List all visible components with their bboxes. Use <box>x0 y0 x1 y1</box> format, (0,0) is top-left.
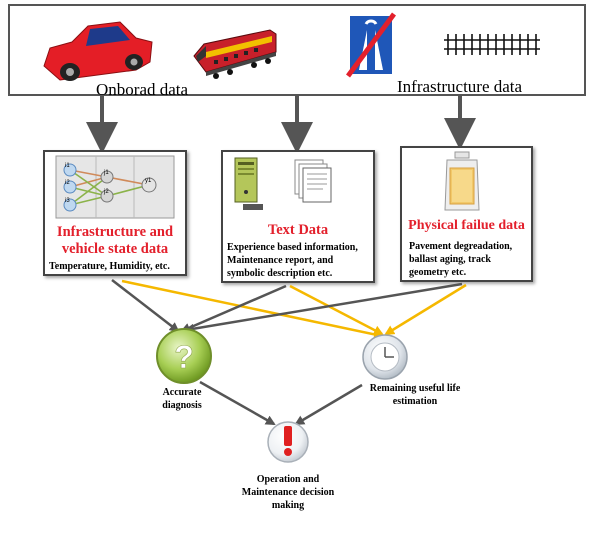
rul-label: Remaining useful life estimation <box>340 382 490 408</box>
physical-data-description: Pavement degreadation, ballast aging, tr… <box>409 240 512 279</box>
state-data-title-line1: Infrastructure and <box>56 224 174 240</box>
gray-arrow-text-to-diagnosis <box>180 284 287 333</box>
diagnosis-label-line1: Accurate <box>162 387 202 398</box>
text-data-desc-line2: Maintenance report, and <box>227 255 334 266</box>
decision-label-line1: Operation and <box>256 474 320 485</box>
node-j1: j1 <box>104 170 109 176</box>
physical-data-title: Physical failue data <box>408 218 525 233</box>
onboard-data-label: Onborad data <box>96 80 189 99</box>
text-data-title: Text Data <box>267 222 329 238</box>
gray-arrow-state-to-diagnosis <box>111 279 180 333</box>
node-i3: i3 <box>65 198 70 204</box>
state-data-title: Infrastructure and vehicle state data <box>45 224 185 258</box>
decision-label-line2: Maintenance decision <box>241 487 335 498</box>
text-data-desc-line3: symbolic description etc. <box>227 268 333 279</box>
yellow-arrow-physical-to-rul <box>384 283 467 336</box>
physical-data-desc-line3: geometry etc. <box>409 267 467 278</box>
node-i1: i1 <box>65 163 70 169</box>
yellow-arrow-text-to-rul <box>289 284 384 336</box>
diagnosis-label: Accurate diagnosis <box>150 386 214 412</box>
state-data-title-line2: vehicle state data <box>61 241 169 257</box>
node-j2: j2 <box>104 189 109 195</box>
rul-label-line2: estimation <box>392 396 438 407</box>
physical-data-desc-line2: ballast aging, track <box>409 254 491 265</box>
infrastructure-data-label: Infrastructure data <box>397 77 523 96</box>
text-data-description: Experience based information, Maintenanc… <box>227 241 358 280</box>
yellow-arrow-state-to-rul <box>121 279 384 340</box>
state-data-description: Temperature, Humidity, etc. <box>49 261 170 272</box>
gray-arrow-physical-to-diagnosis <box>184 282 463 334</box>
diagnosis-label-line2: diagnosis <box>162 400 202 411</box>
node-y1: y1 <box>145 178 152 184</box>
node-i2: i2 <box>65 180 70 186</box>
decision-label-line3: making <box>271 500 305 511</box>
decision-label: Operation and Maintenance decision makin… <box>223 473 353 512</box>
svg-text:?: ? <box>174 339 194 375</box>
text-data-desc-line1: Experience based information, <box>227 242 358 253</box>
rul-label-line1: Remaining useful life <box>369 383 461 394</box>
physical-data-desc-line1: Pavement degreadation, <box>409 241 513 252</box>
